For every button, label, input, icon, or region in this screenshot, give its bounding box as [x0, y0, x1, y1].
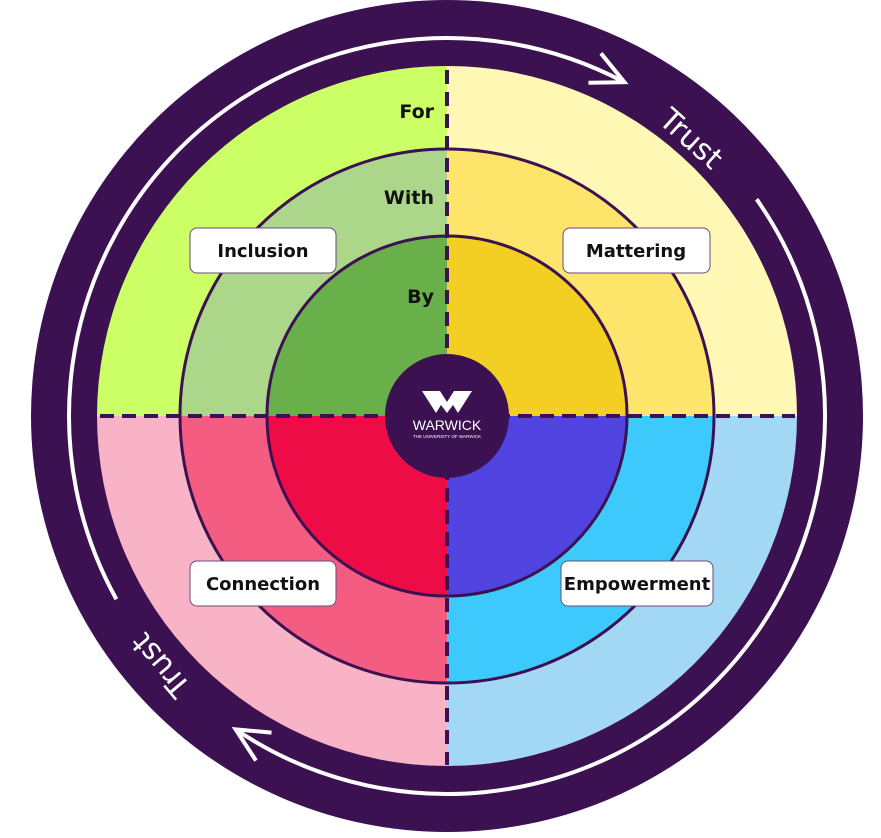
label-text: Empowerment — [564, 574, 711, 595]
label-box — [562, 227, 711, 274]
label-mattering: Mattering — [562, 227, 711, 274]
label-inclusion: Inclusion — [189, 227, 337, 274]
arrowhead-icon — [588, 52, 629, 85]
quadrant-inclusion-ring-2 — [267, 236, 447, 416]
logo-subtitle: THE UNIVERSITY OF WARWICK — [413, 434, 481, 439]
label-empowerment: Empowerment — [560, 560, 714, 607]
label-connection: Connection — [189, 560, 337, 607]
label-text: Connection — [206, 574, 320, 595]
level-by: By — [407, 286, 434, 308]
label-text: Mattering — [586, 241, 686, 262]
warwick-w-icon — [422, 391, 472, 413]
level-for: For — [399, 101, 434, 123]
level-with: With — [384, 187, 434, 209]
quadrant-mattering-ring-2 — [447, 236, 627, 416]
logo-name: WARWICK — [413, 417, 482, 433]
logo-background — [385, 354, 509, 478]
label-box — [189, 227, 337, 274]
quadrant-empowerment-ring-2 — [447, 416, 627, 596]
warwick-logo: WARWICK THE UNIVERSITY OF WARWICK — [385, 354, 509, 478]
label-text: Inclusion — [217, 241, 308, 262]
trust-arrow-left-top — [67, 36, 626, 601]
trust-arrow-right-bottom — [234, 198, 827, 796]
quadrant-connection-ring-2 — [267, 416, 447, 596]
arrowhead-icon — [231, 727, 272, 762]
label-box — [189, 560, 337, 607]
label-box — [560, 560, 714, 607]
